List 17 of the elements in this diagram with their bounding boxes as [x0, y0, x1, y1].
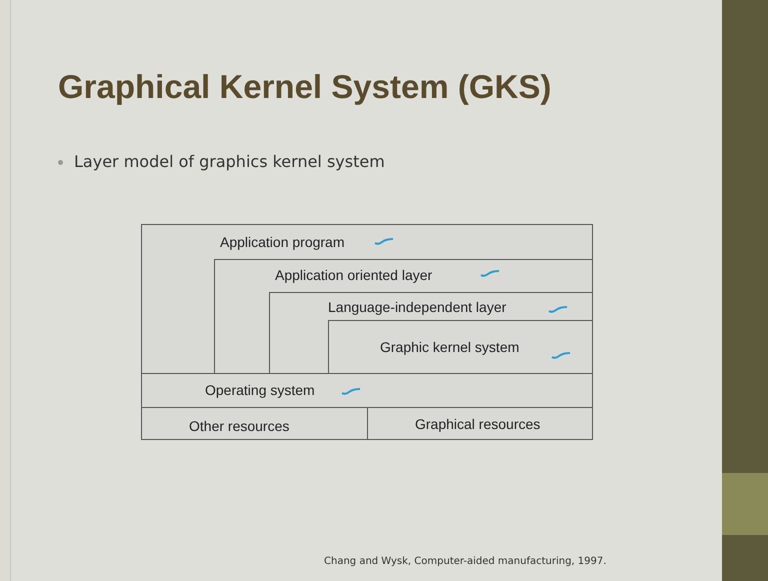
resource-box	[141, 407, 368, 440]
layer-label: Application program	[220, 234, 345, 250]
layer-label: Application oriented layer	[275, 267, 432, 283]
layer-label: Graphic kernel system	[380, 339, 520, 355]
layer-label: Other resources	[189, 418, 290, 434]
layer-box	[141, 373, 593, 408]
layer-box	[214, 259, 593, 374]
layer-label: Graphical resources	[415, 416, 540, 432]
citation-text: Chang and Wysk, Computer-aided manufacturing, 1997.	[324, 556, 606, 567]
layer-label: Operating system	[205, 382, 315, 398]
layer-box	[141, 224, 593, 374]
bullet-text: Layer model of graphics kernel system	[74, 152, 385, 171]
slide-title: Graphical Kernel System (GKS)	[58, 68, 552, 106]
resource-box	[367, 407, 593, 440]
layer-label: Language-independent layer	[328, 299, 506, 315]
layer-box	[328, 320, 593, 374]
layer-box	[269, 292, 593, 374]
